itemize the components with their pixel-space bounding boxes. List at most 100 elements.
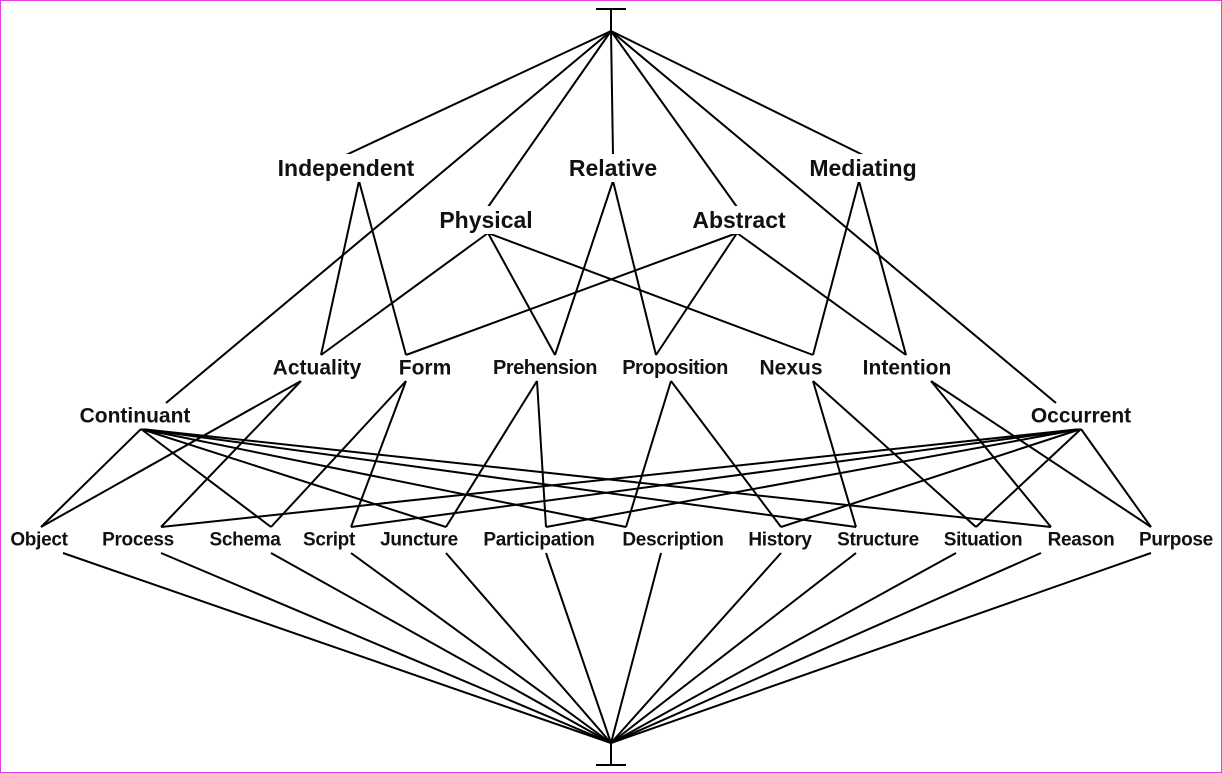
edge-top-independent	[345, 30, 612, 156]
edge-proposition-description	[625, 380, 672, 528]
edge-schema-bottom	[270, 552, 612, 744]
edge-form-schema	[270, 380, 407, 528]
label-background	[99, 528, 177, 552]
edge-purpose-bottom	[610, 552, 1152, 744]
node-reason: Reason	[1048, 530, 1115, 551]
edge-top-mediating	[610, 30, 864, 156]
label-background	[269, 355, 365, 381]
node-proposition: Proposition	[622, 357, 728, 379]
edge-continuant-reason	[140, 428, 1052, 528]
edge-actuality-object	[40, 380, 302, 528]
edge-layer	[40, 30, 1152, 744]
node-schema: Schema	[209, 530, 281, 551]
edge-process-bottom	[160, 552, 612, 744]
label-background	[756, 355, 826, 381]
node-object: Object	[10, 530, 68, 551]
edge-situation-bottom	[610, 552, 957, 744]
edge-actuality-process	[160, 380, 302, 528]
node-independent: Independent	[278, 155, 415, 181]
node-participation: Participation	[483, 530, 594, 551]
label-background	[395, 355, 455, 381]
node-abstract: Abstract	[692, 207, 786, 233]
label-background	[565, 154, 661, 182]
edge-continuant-structure	[140, 428, 857, 528]
label-background	[619, 528, 727, 552]
node-occurrent: Occurrent	[1031, 405, 1131, 428]
edge-prehension-participation	[536, 380, 547, 528]
node-script: Script	[303, 530, 356, 551]
bottom-node	[596, 743, 626, 766]
node-continuant: Continuant	[80, 405, 191, 428]
label-background	[745, 528, 816, 552]
label-background	[377, 528, 461, 552]
label-background	[1044, 528, 1118, 552]
node-physical: Physical	[439, 207, 532, 233]
edge-history-bottom	[610, 552, 782, 744]
edge-top-continuant	[165, 30, 612, 404]
label-background	[76, 403, 194, 429]
edge-description-bottom	[610, 552, 662, 744]
label-background	[7, 528, 72, 552]
edge-top-relative	[610, 30, 614, 156]
label-background	[274, 154, 418, 182]
edge-participation-bottom	[545, 552, 612, 744]
edge-independent-form	[358, 180, 407, 356]
edge-physical-actuality	[320, 232, 489, 356]
node-purpose: Purpose	[1139, 530, 1213, 551]
edge-abstract-form	[405, 232, 738, 356]
label-layer: Independent Relative Mediating Physical …	[7, 154, 1216, 552]
edge-occurrent-situation	[975, 428, 1082, 528]
edge-continuant-description	[140, 428, 627, 528]
edge-mediating-intention	[858, 180, 907, 356]
node-juncture: Juncture	[380, 530, 458, 551]
edge-physical-nexus	[487, 232, 814, 356]
edge-occurrent-participation	[545, 428, 1082, 528]
node-actuality: Actuality	[273, 357, 362, 380]
edge-script-bottom	[350, 552, 612, 744]
node-structure: Structure	[837, 530, 919, 551]
edge-reason-bottom	[610, 552, 1042, 744]
label-background	[480, 528, 598, 552]
edge-relative-proposition	[612, 180, 657, 356]
node-history: History	[748, 530, 812, 551]
node-mediating: Mediating	[809, 155, 916, 181]
label-background	[206, 528, 285, 552]
label-background	[940, 528, 1026, 552]
edge-abstract-proposition	[655, 232, 738, 356]
edge-abstract-intention	[736, 232, 907, 356]
top-node	[596, 8, 626, 31]
edge-continuant-schema	[140, 428, 272, 528]
edge-independent-actuality	[320, 180, 360, 356]
node-relative: Relative	[569, 155, 657, 181]
edge-occurrent-purpose	[1080, 428, 1152, 528]
edge-continuant-object	[40, 428, 142, 528]
edge-continuant-juncture	[140, 428, 447, 528]
edge-occurrent-process	[160, 428, 1082, 528]
label-background	[1027, 403, 1135, 429]
edge-object-bottom	[62, 552, 612, 744]
node-process: Process	[102, 530, 174, 551]
label-background	[834, 528, 922, 552]
edge-top-physical	[487, 30, 612, 208]
label-background	[806, 154, 920, 182]
node-description: Description	[622, 530, 723, 551]
edge-prehension-juncture	[445, 380, 538, 528]
label-background	[619, 356, 731, 380]
edge-intention-purpose	[930, 380, 1152, 528]
label-background	[689, 206, 789, 234]
edge-structure-bottom	[610, 552, 857, 744]
node-intention: Intention	[863, 357, 952, 380]
edge-mediating-nexus	[812, 180, 860, 356]
edge-intention-reason	[930, 380, 1052, 528]
node-prehension: Prehension	[493, 357, 597, 379]
edge-juncture-bottom	[445, 552, 612, 744]
edge-physical-prehension	[487, 232, 556, 356]
node-form: Form	[399, 357, 452, 380]
label-background	[490, 356, 600, 380]
edge-top-abstract	[610, 30, 738, 208]
edge-top-occurrent	[610, 30, 1057, 404]
label-background	[859, 355, 955, 381]
label-background	[1136, 528, 1216, 552]
